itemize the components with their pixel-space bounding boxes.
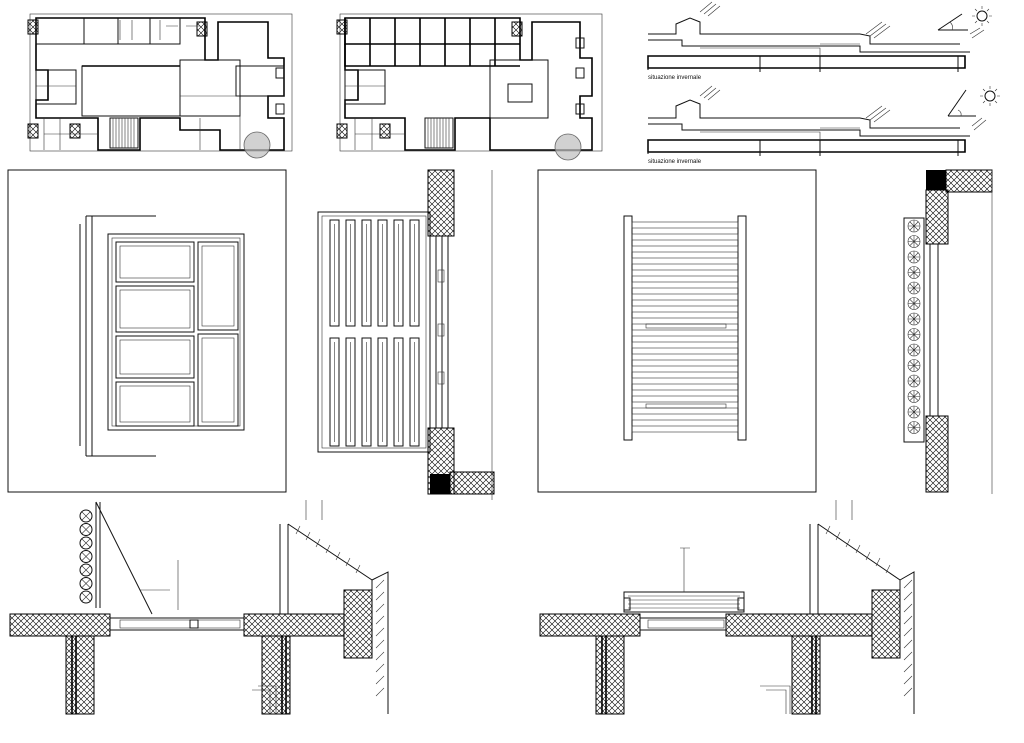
louver-blade	[409, 219, 420, 327]
slat	[631, 401, 739, 409]
louver-blade	[377, 337, 388, 447]
louver-blade	[393, 219, 404, 327]
caption-upper: situazione invernale	[648, 75, 702, 81]
slat	[631, 341, 739, 349]
louver-blade	[329, 219, 340, 327]
stair-2	[424, 117, 454, 149]
slat	[631, 377, 739, 385]
louver-blade	[329, 337, 340, 447]
wall-section-right	[903, 169, 993, 494]
louver-blade	[361, 219, 372, 327]
blade-symbol	[79, 523, 93, 536]
slat	[631, 329, 739, 337]
floor-plan-right	[336, 13, 603, 161]
highlight-circle-2	[554, 133, 582, 161]
section-lower: situazione invernale	[647, 85, 1000, 165]
stair	[109, 117, 139, 149]
blade-symbol	[79, 536, 93, 550]
blade-symbol	[79, 509, 93, 523]
section-detail-right	[539, 500, 915, 715]
angle-icon	[937, 13, 985, 39]
slat	[631, 269, 739, 277]
floor-plan-left	[27, 13, 293, 159]
slat	[631, 425, 739, 433]
slat	[631, 413, 739, 421]
slat	[631, 293, 739, 301]
section-upper: situazione invernale	[647, 1, 992, 81]
slat	[631, 281, 739, 289]
slat	[631, 365, 739, 373]
slat	[631, 353, 739, 361]
blade-symbol	[79, 590, 93, 604]
blade-symbol	[79, 550, 93, 563]
louver-elevation-right	[537, 169, 817, 493]
louver-blade	[345, 219, 356, 327]
louver-blade	[361, 337, 372, 447]
sun-icon	[972, 6, 992, 26]
slat	[631, 221, 739, 229]
slat	[631, 389, 739, 397]
louver-elevation	[317, 169, 495, 500]
caption-lower: situazione invernale	[648, 159, 702, 165]
slat	[631, 257, 739, 265]
slat	[631, 233, 739, 241]
louver-blade	[393, 337, 404, 447]
window-elevation-left	[7, 169, 287, 493]
slat	[631, 245, 739, 253]
section-detail-left	[9, 500, 389, 715]
slat	[631, 317, 739, 325]
louver-blade	[345, 337, 356, 447]
slat	[631, 305, 739, 313]
blade-symbol	[79, 563, 93, 577]
louver-blade	[409, 337, 420, 447]
louver-blade	[377, 219, 388, 327]
blade-symbol	[79, 577, 93, 590]
sun-icon-2	[980, 86, 1000, 106]
angle-icon-2	[947, 89, 987, 131]
highlight-circle	[243, 131, 271, 159]
